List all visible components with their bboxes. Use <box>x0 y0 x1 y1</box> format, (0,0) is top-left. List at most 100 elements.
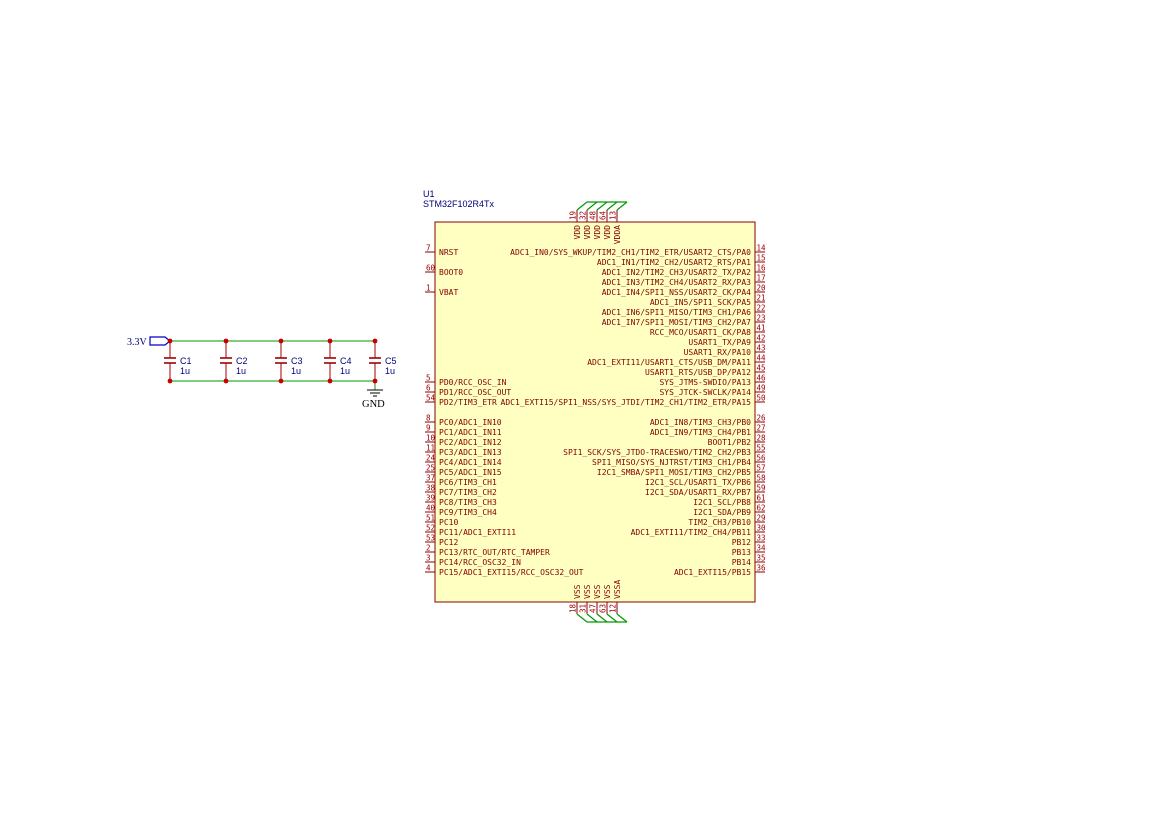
junction-dot <box>167 338 173 344</box>
pin-right[interactable]: 14ADC1_IN0/SYS_WKUP/TIM2_CH1/TIM2_ETR/US… <box>510 244 766 258</box>
power-flag-3v3[interactable] <box>149 336 171 346</box>
capacitor-ref: C3 <box>291 356 303 366</box>
pin-number: 61 <box>757 494 766 503</box>
pin-name: ADC1_EXTI11/TIM2_CH4/PB11 <box>631 528 752 537</box>
pin-number: 3 <box>426 554 431 563</box>
pin-right[interactable]: 55SPI1_SCK/SYS_JTDO-TRACESWO/TIM2_CH2/PB… <box>563 444 765 458</box>
pin-number: 4 <box>426 564 431 573</box>
pin-name: VDDA <box>613 225 622 244</box>
pin-name: PC12 <box>439 538 458 547</box>
pin-number: 34 <box>757 544 767 553</box>
pin-number: 2 <box>426 544 431 553</box>
capacitor-ref: C2 <box>236 356 248 366</box>
pin-number: 7 <box>426 244 431 253</box>
pin-name: PB12 <box>732 538 751 547</box>
pin-number: 14 <box>757 244 767 253</box>
pin-number: 51 <box>426 514 435 523</box>
gnd-symbol[interactable] <box>367 389 383 397</box>
pin-name: PC2/ADC1_IN12 <box>439 438 502 447</box>
pin-name: USART1_RTS/USB_DP/PA12 <box>645 368 751 377</box>
pin-number: 55 <box>757 444 766 453</box>
pin-number: 22 <box>757 304 766 313</box>
pin-name: PC4/ADC1_IN14 <box>439 458 502 467</box>
pin-right[interactable]: 50ADC1_EXTI15/SPI1_NSS/SYS_JTDI/TIM2_CH1… <box>501 394 766 408</box>
pin-name: ADC1_IN1/TIM2_CH2/USART2_RTS/PA1 <box>597 258 751 267</box>
pin-name: RCC_MCO/USART1_CK/PA8 <box>650 328 751 337</box>
pin-name: ADC1_EXTI15/PB15 <box>674 568 751 577</box>
capacitor-value: 1u <box>180 366 190 376</box>
mcu-body[interactable] <box>434 221 756 603</box>
pin-name: PC8/TIM3_CH3 <box>439 498 497 507</box>
pin-name: USART1_RX/PA10 <box>684 348 752 357</box>
